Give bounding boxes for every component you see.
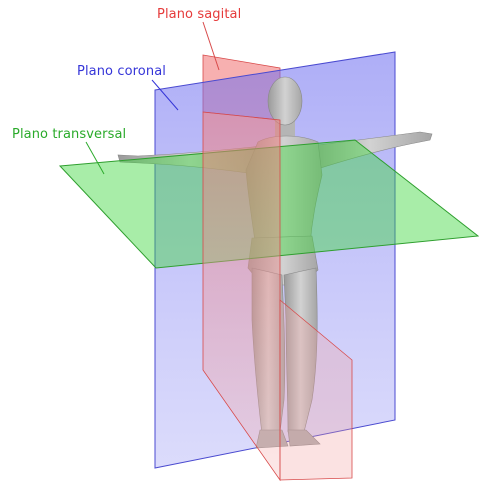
coronal-plane-label: Plano coronal (77, 64, 166, 79)
transverse-plane-label: Plano transversal (12, 127, 127, 142)
sagittal-leader-line (202, 21, 220, 71)
sagittal-plane-lower (279, 299, 353, 481)
sagittal-plane-label: Plano sagital (157, 7, 242, 22)
coronal-leader-line (151, 79, 179, 111)
transverse-leader-line (85, 141, 105, 175)
